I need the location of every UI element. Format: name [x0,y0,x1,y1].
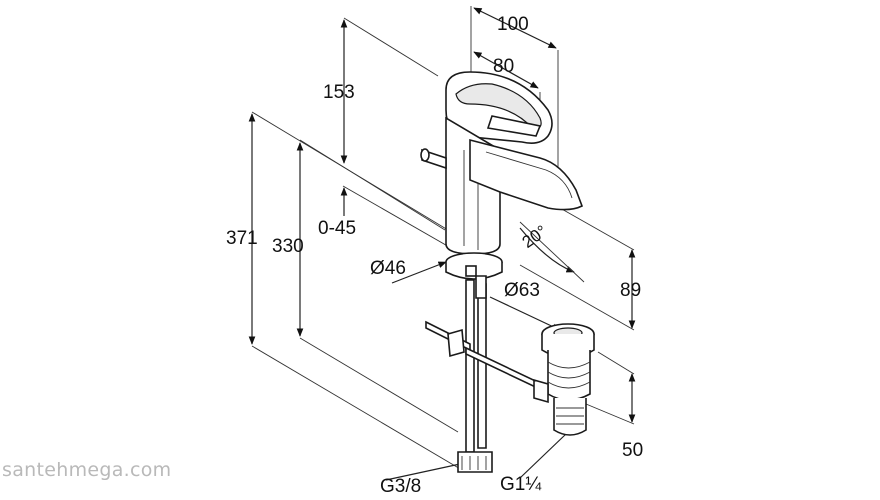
label-diameter-waste: Ø63 [504,280,540,301]
label-thread-waste: G1¼ [500,474,542,495]
label-thread-supply: G3/8 [380,476,421,497]
dimension-lines [248,7,636,481]
label-width-spout: 80 [493,56,514,77]
label-angle: 20° [519,222,551,252]
supply-hose [425,275,547,473]
label-spout-height: 89 [620,280,641,301]
label-diameter-body: Ø46 [370,258,406,279]
waste-drain [533,323,595,436]
faucet-body [420,71,584,280]
label-height-total: 371 [226,228,258,249]
label-waste-depth: 50 [622,440,643,461]
label-height-body: 330 [272,236,304,257]
watermark: santehmega.com [2,459,172,481]
label-deck-range: 0-45 [318,218,356,239]
label-height-top: 153 [323,82,355,103]
label-width-total: 100 [497,14,529,35]
